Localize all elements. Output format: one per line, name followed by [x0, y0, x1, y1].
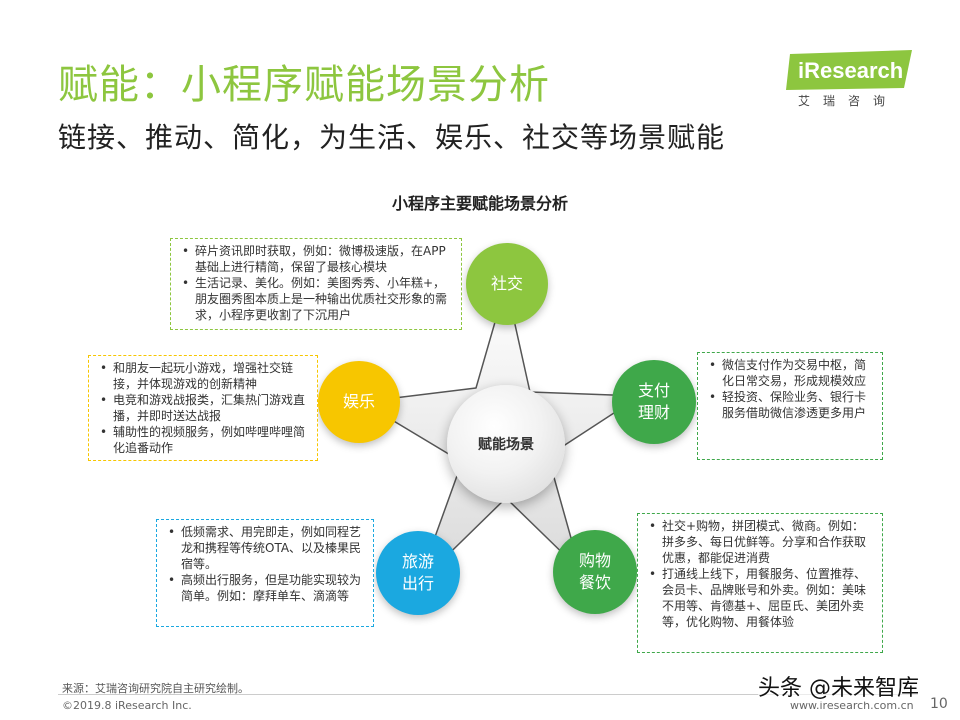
source-note: 来源：艾瑞咨询研究院自主研究绘制。: [62, 682, 249, 695]
page-subtitle: 链接、推动、简化，为生活、娱乐、社交等场景赋能: [58, 121, 726, 154]
diagram-title: 小程序主要赋能场景分析: [391, 194, 568, 213]
description-item: 轻投资、保险业务、银行卡服务借助微信渗透更多用户: [709, 389, 874, 421]
description-item: 打通线上线下，用餐服务、位置推荐、会员卡、品牌账号和外卖。例如：美味不用等、肯德…: [649, 566, 874, 630]
scene-node-entertainment[interactable]: 娱乐: [318, 361, 400, 443]
logo-brand-text: iResearch: [798, 58, 904, 83]
description-item: 微信支付作为交易中枢，简化日常交易，形成规模效应: [709, 357, 874, 389]
scene-node-label: 旅游 出行: [401, 552, 434, 593]
page-title: 赋能：小程序赋能场景分析: [58, 62, 550, 108]
description-box-travel: 低频需求、用完即走，例如同程艺龙和携程等传统OTA、以及榛果民宿等。 高频出行服…: [156, 519, 374, 627]
website-link[interactable]: www.iresearch.com.cn: [790, 699, 914, 712]
scene-node-payment[interactable]: 支付 理财: [612, 360, 696, 444]
description-box-entertainment: 和朋友一起玩小游戏，增强社交链接，并体现游戏的创新精神 电竞和游戏战报类，汇集热…: [88, 355, 318, 461]
footer-divider: [58, 694, 918, 695]
logo-chinese-text: 艾瑞咨询: [798, 94, 899, 108]
scene-node-label: 支付 理财: [637, 381, 670, 422]
description-item: 电竞和游戏战报类，汇集热门游戏直播，并即时送达战报: [100, 392, 309, 424]
description-item: 和朋友一起玩小游戏，增强社交链接，并体现游戏的创新精神: [100, 360, 309, 392]
center-node: 赋能场景: [447, 385, 565, 503]
watermark-text: 头条 @未来智库: [758, 670, 919, 702]
description-box-shopping: 社交+购物，拼团模式、微商。例如：拼多多、每日优鲜等。分享和合作获取优惠，都能促…: [637, 513, 883, 653]
iresearch-logo: iResearch 艾瑞咨询: [786, 48, 916, 110]
scene-node-label: 娱乐: [342, 392, 375, 411]
scene-node-label: 购物 餐饮: [578, 551, 611, 592]
copyright-text: ©2019.8 iResearch Inc.: [62, 699, 192, 712]
scene-node-social[interactable]: 社交: [466, 243, 548, 325]
scene-node-shopping[interactable]: 购物 餐饮: [553, 530, 637, 614]
scene-node-travel[interactable]: 旅游 出行: [376, 531, 460, 615]
logo-badge-shape: [786, 50, 912, 90]
description-item: 生活记录、美化。例如：美图秀秀、小年糕+，朋友圈秀图本质上是一种输出优质社交形象…: [182, 275, 453, 323]
description-item: 高频出行服务，但是功能实现较为简单。例如：摩拜单车、滴滴等: [168, 572, 365, 604]
description-item: 低频需求、用完即走，例如同程艺龙和携程等传统OTA、以及榛果民宿等。: [168, 524, 365, 572]
description-item: 碎片资讯即时获取，例如：微博极速版，在APP基础上进行精简，保留了最核心模块: [182, 243, 453, 275]
description-item: 社交+购物，拼团模式、微商。例如：拼多多、每日优鲜等。分享和合作获取优惠，都能促…: [649, 518, 874, 566]
description-box-social: 碎片资讯即时获取，例如：微博极速版，在APP基础上进行精简，保留了最核心模块 生…: [170, 238, 462, 330]
page-number: 10: [930, 696, 948, 712]
scene-node-label: 社交: [490, 274, 523, 293]
description-item: 辅助性的视频服务，例如哔哩哔哩简化追番动作: [100, 424, 309, 456]
description-box-payment: 微信支付作为交易中枢，简化日常交易，形成规模效应 轻投资、保险业务、银行卡服务借…: [697, 352, 883, 460]
